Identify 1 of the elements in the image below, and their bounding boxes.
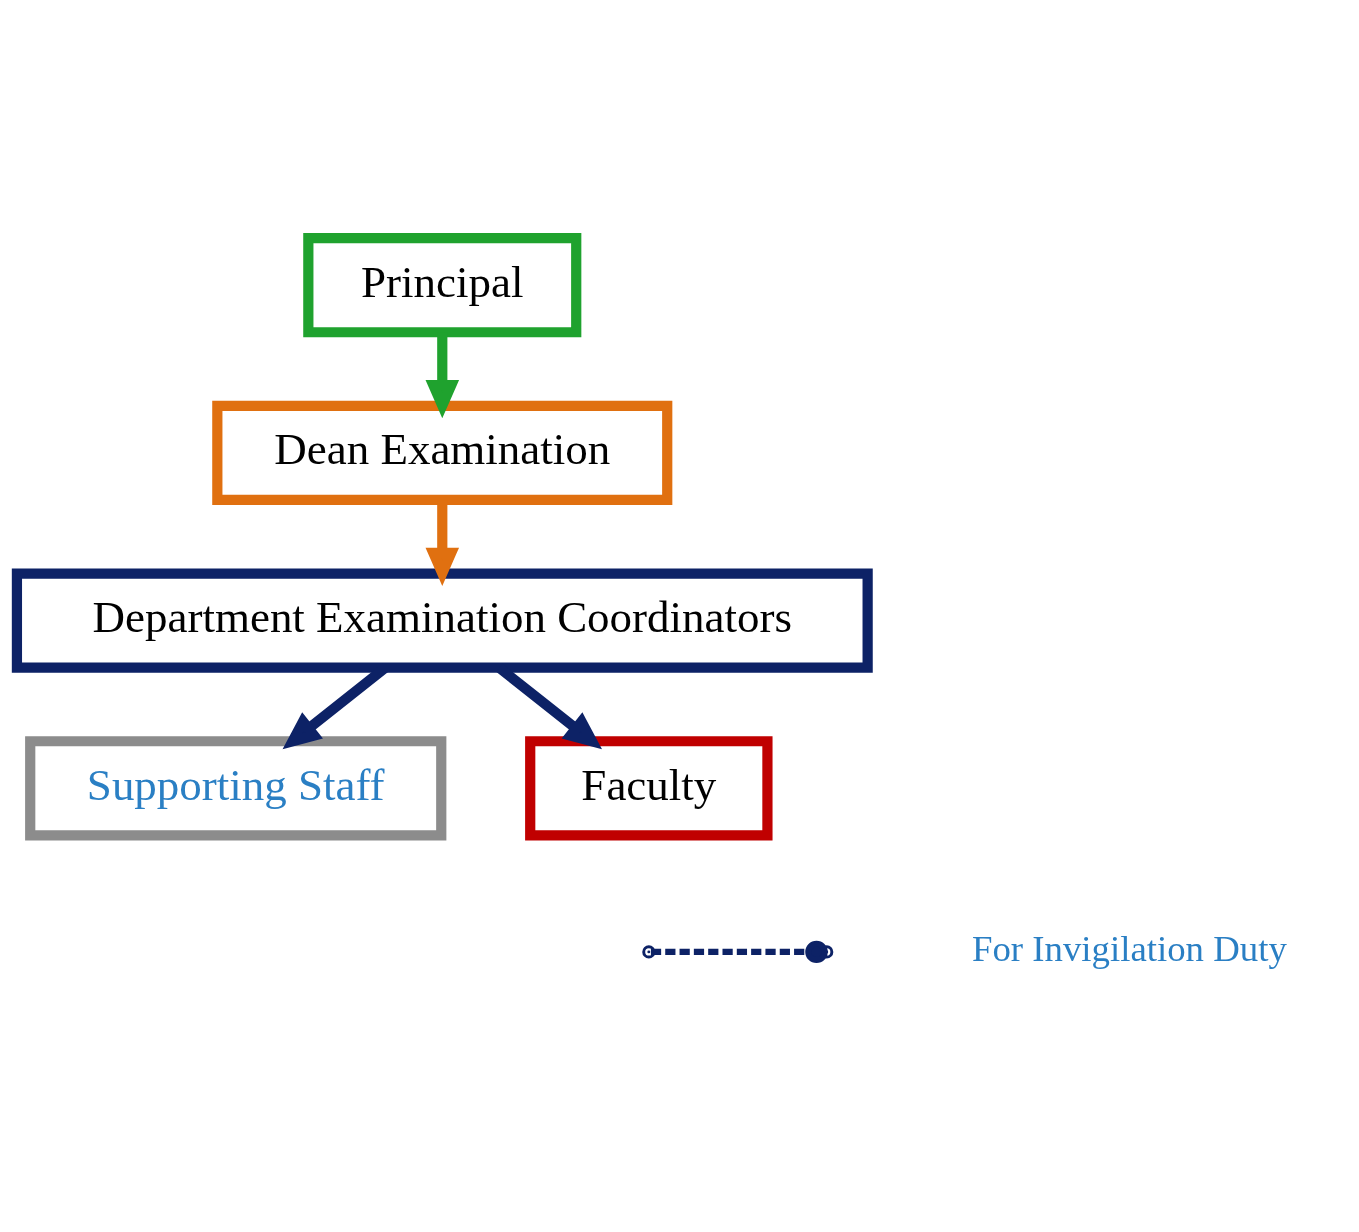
legend-label: For Invigilation Duty: [971, 927, 1287, 969]
